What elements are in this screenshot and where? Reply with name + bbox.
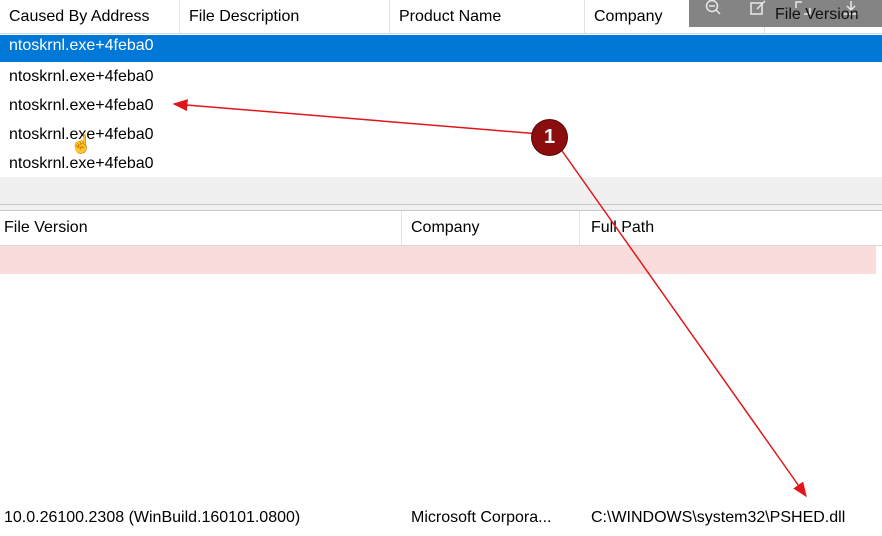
image-toolbar-overlay: [689, 0, 882, 27]
column-header-company[interactable]: Company: [402, 211, 580, 245]
column-header-full-path[interactable]: Full Path: [591, 219, 655, 236]
annotation-badge: 1: [532, 120, 567, 155]
download-icon[interactable]: [837, 0, 865, 22]
table-row-selected[interactable]: ntoskrnl.exe+4feba0: [0, 35, 882, 62]
expand-icon[interactable]: [789, 0, 817, 22]
empty-row-area: [0, 177, 882, 204]
row-address: ntoskrnl.exe+4feba0: [9, 126, 154, 143]
column-header-file-version[interactable]: File Version: [775, 6, 859, 23]
row-address: ntoskrnl.exe+4feba0: [9, 155, 154, 172]
row-address: ntoskrnl.exe+4feba0: [9, 97, 154, 114]
arrow-to-row: [172, 99, 541, 135]
table-row[interactable]: ntoskrnl.exe+4feba0: [0, 120, 882, 149]
bottom-table-header: File Version Company Full Path: [0, 211, 882, 246]
row-address: ntoskrnl.exe+4feba0: [9, 68, 154, 85]
row-address: ntoskrnl.exe+4feba0: [9, 37, 154, 54]
arrow-to-path: [559, 147, 807, 498]
hand-cursor-icon: ☝: [70, 134, 93, 154]
table-row[interactable]: ntoskrnl.exe+4feba0: [0, 62, 882, 91]
column-header-product-name[interactable]: Product Name: [390, 0, 585, 33]
highlighted-table-row[interactable]: [0, 246, 876, 274]
cell-full-path: C:\WINDOWS\system32\PSHED.dll: [591, 509, 846, 526]
column-header-file-description[interactable]: File Description: [180, 0, 390, 33]
edit-icon[interactable]: [744, 0, 772, 22]
table-row[interactable]: ntoskrnl.exe+4feba0: [0, 91, 882, 120]
table-row[interactable]: 10.0.26100.2308 (WinBuild.160101.0800) M…: [0, 503, 882, 533]
pane-splitter[interactable]: [0, 204, 882, 211]
zoom-out-icon[interactable]: [699, 0, 727, 22]
column-header-caused-by-address[interactable]: Caused By Address: [0, 0, 180, 33]
column-header-file-version[interactable]: File Version: [0, 211, 402, 245]
cell-company: Microsoft Corpora...: [411, 509, 552, 526]
cell-file-version: 10.0.26100.2308 (WinBuild.160101.0800): [4, 509, 301, 526]
table-row[interactable]: ntoskrnl.exe+4feba0: [0, 149, 882, 178]
